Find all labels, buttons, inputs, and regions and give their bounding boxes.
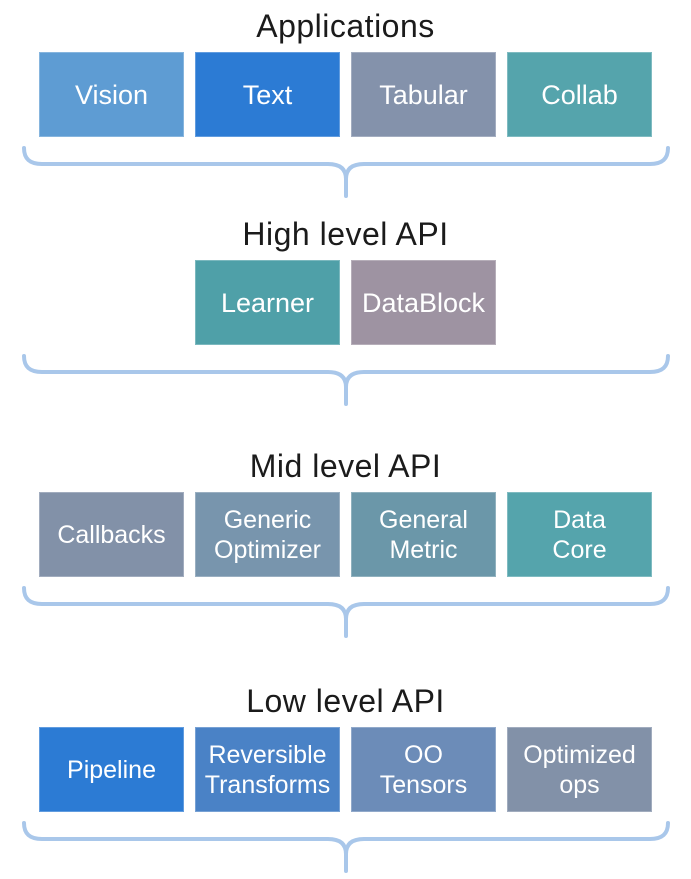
box-label: Learner <box>220 287 315 318</box>
box-label: Optimized ops <box>523 740 636 799</box>
box-callbacks: Callbacks <box>39 492 184 577</box>
section-applications: Applications Vision Text Tabular Collab <box>0 6 691 198</box>
box-text: Text <box>195 52 340 137</box>
box-row: Vision Text Tabular Collab <box>0 52 691 137</box>
box-generic-optimizer: Generic Optimizer <box>195 492 340 577</box>
box-optimized-ops: Optimized ops <box>507 727 652 812</box>
box-tabular: Tabular <box>351 52 496 137</box>
box-label: Reversible Transforms <box>204 740 331 799</box>
box-label: Generic Optimizer <box>214 505 321 564</box>
section-mid-level-api: Mid level API Callbacks Generic Optimize… <box>0 446 691 638</box>
box-collab: Collab <box>507 52 652 137</box>
box-label: Pipeline <box>67 755 156 784</box>
section-high-level-api: High level API Learner DataBlock <box>0 214 691 406</box>
box-label: Vision <box>74 79 149 110</box>
box-row: Pipeline Reversible Transforms OO Tensor… <box>0 727 691 812</box>
box-oo-tensors: OO Tensors <box>351 727 496 812</box>
box-label: Text <box>242 79 293 110</box>
box-label: Collab <box>541 79 618 110</box>
box-vision: Vision <box>39 52 184 137</box>
box-reversible-transforms: Reversible Transforms <box>195 727 340 812</box>
underbrace-icon <box>0 146 691 198</box>
box-label: Tabular <box>379 79 468 110</box>
box-label: DataBlock <box>361 287 486 318</box>
box-row: Learner DataBlock <box>0 260 691 345</box>
section-title: High level API <box>242 216 449 252</box>
box-datablock: DataBlock <box>351 260 496 345</box>
box-data-core: Data Core <box>507 492 652 577</box>
box-pipeline: Pipeline <box>39 727 184 812</box>
box-label: Callbacks <box>57 520 166 549</box>
underbrace-icon <box>0 586 691 638</box>
section-title: Mid level API <box>249 448 442 484</box>
underbrace-icon <box>0 821 691 873</box>
box-row: Callbacks Generic Optimizer General Metr… <box>0 492 691 577</box>
section-low-level-api: Low level API Pipeline Reversible Transf… <box>0 681 691 873</box>
box-label: General Metric <box>379 505 468 564</box>
underbrace-icon <box>0 354 691 406</box>
section-title: Low level API <box>246 683 445 719</box>
box-learner: Learner <box>195 260 340 345</box>
box-label: Data Core <box>552 505 607 564</box>
section-title: Applications <box>256 8 435 44</box>
box-label: OO Tensors <box>379 740 468 799</box>
box-general-metric: General Metric <box>351 492 496 577</box>
